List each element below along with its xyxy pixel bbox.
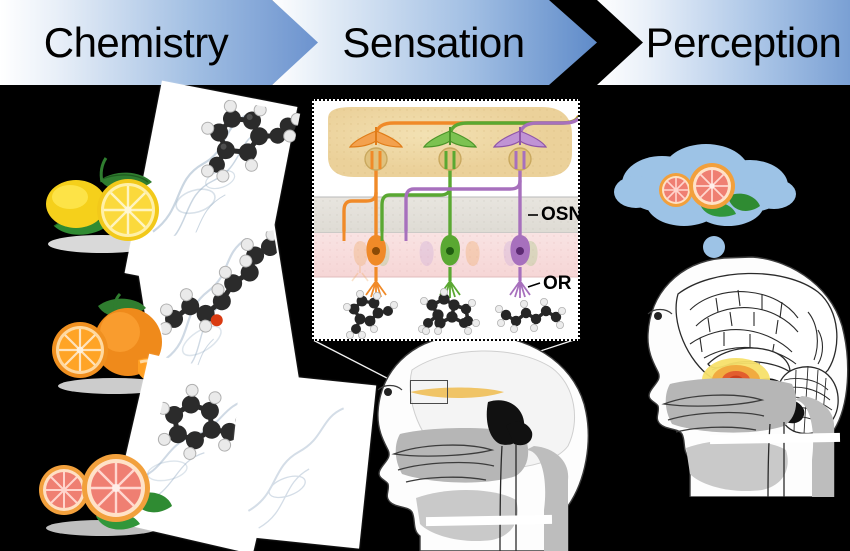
olfactory-epithelium-highlight bbox=[410, 387, 504, 398]
chemistry-card-lemon bbox=[124, 80, 301, 300]
olfactory-panel-diagram bbox=[314, 107, 578, 339]
mitral-cell-orange bbox=[348, 127, 404, 148]
head-sagittal-perception bbox=[647, 256, 849, 497]
perception-arrow-shape bbox=[597, 0, 850, 85]
stage-arrow-chemistry: Chemistry bbox=[0, 0, 320, 85]
chemistry-card-orange bbox=[133, 220, 305, 436]
grapefruit-half-large bbox=[82, 454, 150, 522]
cortical-gyri bbox=[689, 289, 824, 371]
olfactory-epithelium-panel: OSN OR bbox=[312, 99, 583, 341]
label-osn: OSN bbox=[541, 204, 583, 225]
orange-half bbox=[52, 322, 108, 378]
osn-soma-purple bbox=[509, 235, 531, 298]
epithelium-callout-box bbox=[410, 380, 448, 404]
stage-arrow-perception: Perception bbox=[597, 0, 850, 85]
chemistry-arrow-shape bbox=[0, 0, 320, 85]
sensation-arrow-shape bbox=[272, 0, 597, 85]
osn-soma-orange bbox=[365, 235, 387, 298]
stage-label-perception: Perception bbox=[645, 18, 842, 66]
stage-label-sensation: Sensation bbox=[342, 18, 525, 66]
label-or: OR bbox=[543, 273, 572, 294]
stage-arrow-sensation: Sensation bbox=[272, 0, 597, 85]
osn-soma-green bbox=[439, 235, 461, 298]
glomerulus-green bbox=[438, 147, 462, 171]
fruit-orange bbox=[52, 292, 170, 394]
stage-label-chemistry: Chemistry bbox=[43, 18, 229, 66]
stage-banner: Chemistry Sensation bbox=[0, 0, 850, 85]
glomerulus-purple bbox=[508, 147, 532, 171]
thought-puff-large bbox=[703, 236, 725, 258]
odorant-ring-orange bbox=[343, 290, 399, 339]
blank-card-smoke bbox=[247, 407, 345, 529]
cloud-grapefruit-small bbox=[659, 173, 693, 207]
or-label-leader bbox=[527, 282, 541, 288]
fruit-grapefruit bbox=[39, 454, 172, 536]
oxygen-atom bbox=[210, 314, 223, 327]
odorant-chain-purple bbox=[495, 298, 567, 333]
mitral-cell-purple bbox=[492, 127, 548, 148]
molecule-limonene bbox=[201, 99, 301, 183]
molecule-octanal bbox=[158, 230, 279, 335]
head-sagittal-sensation bbox=[377, 334, 589, 551]
chemistry-card-blank bbox=[223, 371, 377, 549]
neuron-purple bbox=[404, 117, 578, 239]
cloud-grapefruit-large bbox=[689, 163, 735, 209]
cloud-grapefruit-image bbox=[659, 163, 760, 217]
lemon-half bbox=[97, 179, 159, 241]
thought-cloud bbox=[606, 140, 802, 232]
glomerulus-orange bbox=[364, 147, 388, 171]
grapefruit-half-small bbox=[39, 465, 89, 515]
fruit-lemon bbox=[46, 157, 159, 253]
mitral-cell-green bbox=[422, 127, 478, 148]
odorant-bicyclic-green bbox=[418, 287, 481, 335]
